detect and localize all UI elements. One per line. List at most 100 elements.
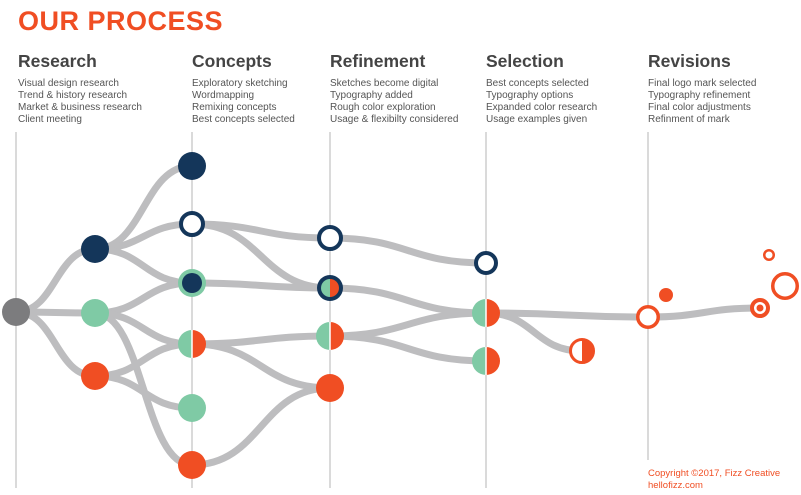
stage-item: Best concepts selected [486,78,589,89]
node-ring [771,272,799,300]
node-r-mint [81,299,109,327]
stage-item: Best concepts selected [192,114,295,125]
stage-items-concepts: Exploratory sketching Wordmapping Remixi… [192,78,295,126]
node-circle [2,298,30,326]
connection-path [91,340,196,380]
stage-item: Usage & flexibilty considered [330,114,459,125]
node-c4 [178,330,206,358]
node-s1 [474,251,498,275]
node-half-right [330,279,339,297]
stage-item: Typography added [330,90,413,101]
node-v1 [636,305,660,329]
node-half-right [192,330,206,358]
stage-research: Research Visual design research Trend & … [18,50,142,126]
stage-item: Trend & history research [18,90,128,101]
node-c3 [178,269,206,297]
stage-title-concepts: Concepts [192,51,272,71]
stage-selection: Selection Best concepts selected Typogra… [486,50,597,126]
connection-path [326,234,490,267]
node-half-left [472,299,486,327]
copyright-text: Copyright ©2017, Fizz Creative [648,468,781,479]
stage-item: Expanded color research [486,102,598,113]
node-v3 [750,298,770,318]
node-c1 [178,152,206,180]
node-dot [756,304,764,312]
node-ring [474,251,498,275]
node-f4 [316,374,344,402]
node-half-left [316,322,330,350]
node-s4 [569,338,595,364]
node-circle [659,288,673,302]
node-circle [178,394,206,422]
connection-path [326,284,490,317]
node-half-left [321,279,330,297]
stage-item: Market & business research [18,102,142,113]
node-ring [317,225,343,251]
connection-path [12,308,99,380]
connection-path [12,245,99,316]
node-half-right [486,299,500,327]
node-f2 [317,275,343,301]
node-half-left [178,330,192,358]
connection-path [482,309,652,321]
footer: Copyright ©2017, Fizz Creative hellofizz… [648,468,780,492]
connection-path [91,220,196,253]
node-half-left [472,347,486,375]
node-s2 [472,299,500,327]
node-r-navy [81,235,109,263]
connection-path [91,372,196,412]
process-nodes [2,152,799,479]
website-link[interactable]: hellofizz.com [648,480,703,491]
node-c6 [178,451,206,479]
stage-title-revisions: Revisions [648,51,731,71]
node-c5 [178,394,206,422]
stage-item: Typography refinement [648,90,751,101]
stage-item: Sketches become digital [330,78,439,89]
connection-path [644,304,764,321]
stage-items-revisions: Final logo mark selected Typography refi… [648,78,756,126]
stage-items-refinement: Sketches become digital Typography added… [330,78,458,126]
node-v2 [659,288,673,302]
stage-concepts: Concepts Exploratory sketching Wordmappi… [192,50,295,126]
stage-title-selection: Selection [486,51,564,71]
node-r-orange [81,362,109,390]
stage-item: Visual design research [18,78,119,89]
stage-refinement: Refinement Sketches become digital Typog… [330,50,458,126]
node-circle [178,451,206,479]
stage-item: Final logo mark selected [648,78,757,89]
node-half-right [330,322,344,350]
stage-item: Wordmapping [192,90,255,101]
connection-path [482,309,586,355]
node-half-right [582,339,594,363]
stage-item: Typography options [486,90,574,101]
stage-title-research: Research [18,51,97,71]
connection-path [188,384,334,469]
node-inner [182,273,202,293]
node-circle [81,362,109,390]
connection-path [326,309,490,340]
page-title: OUR PROCESS [18,6,224,36]
node-ring [636,305,660,329]
connection-path [188,279,334,292]
node-f3 [316,322,344,350]
stage-item: Final color adjustments [648,102,751,113]
stage-item: Exploratory sketching [192,78,288,89]
stage-item: Rough color exploration [330,102,436,113]
node-circle [81,299,109,327]
node-v5 [763,249,775,261]
connection-path [188,340,334,392]
stage-guide-lines [15,132,649,488]
connection-path [326,332,490,365]
node-circle [316,374,344,402]
node-c2 [179,211,205,237]
node-start [2,298,30,326]
node-circle [81,235,109,263]
node-circle [178,152,206,180]
node-f1 [317,225,343,251]
node-v4 [771,272,799,300]
node-half-right [486,347,500,375]
connection-path [91,279,196,317]
stage-title-refinement: Refinement [330,51,426,71]
stage-items-research: Visual design research Trend & history r… [18,78,142,126]
